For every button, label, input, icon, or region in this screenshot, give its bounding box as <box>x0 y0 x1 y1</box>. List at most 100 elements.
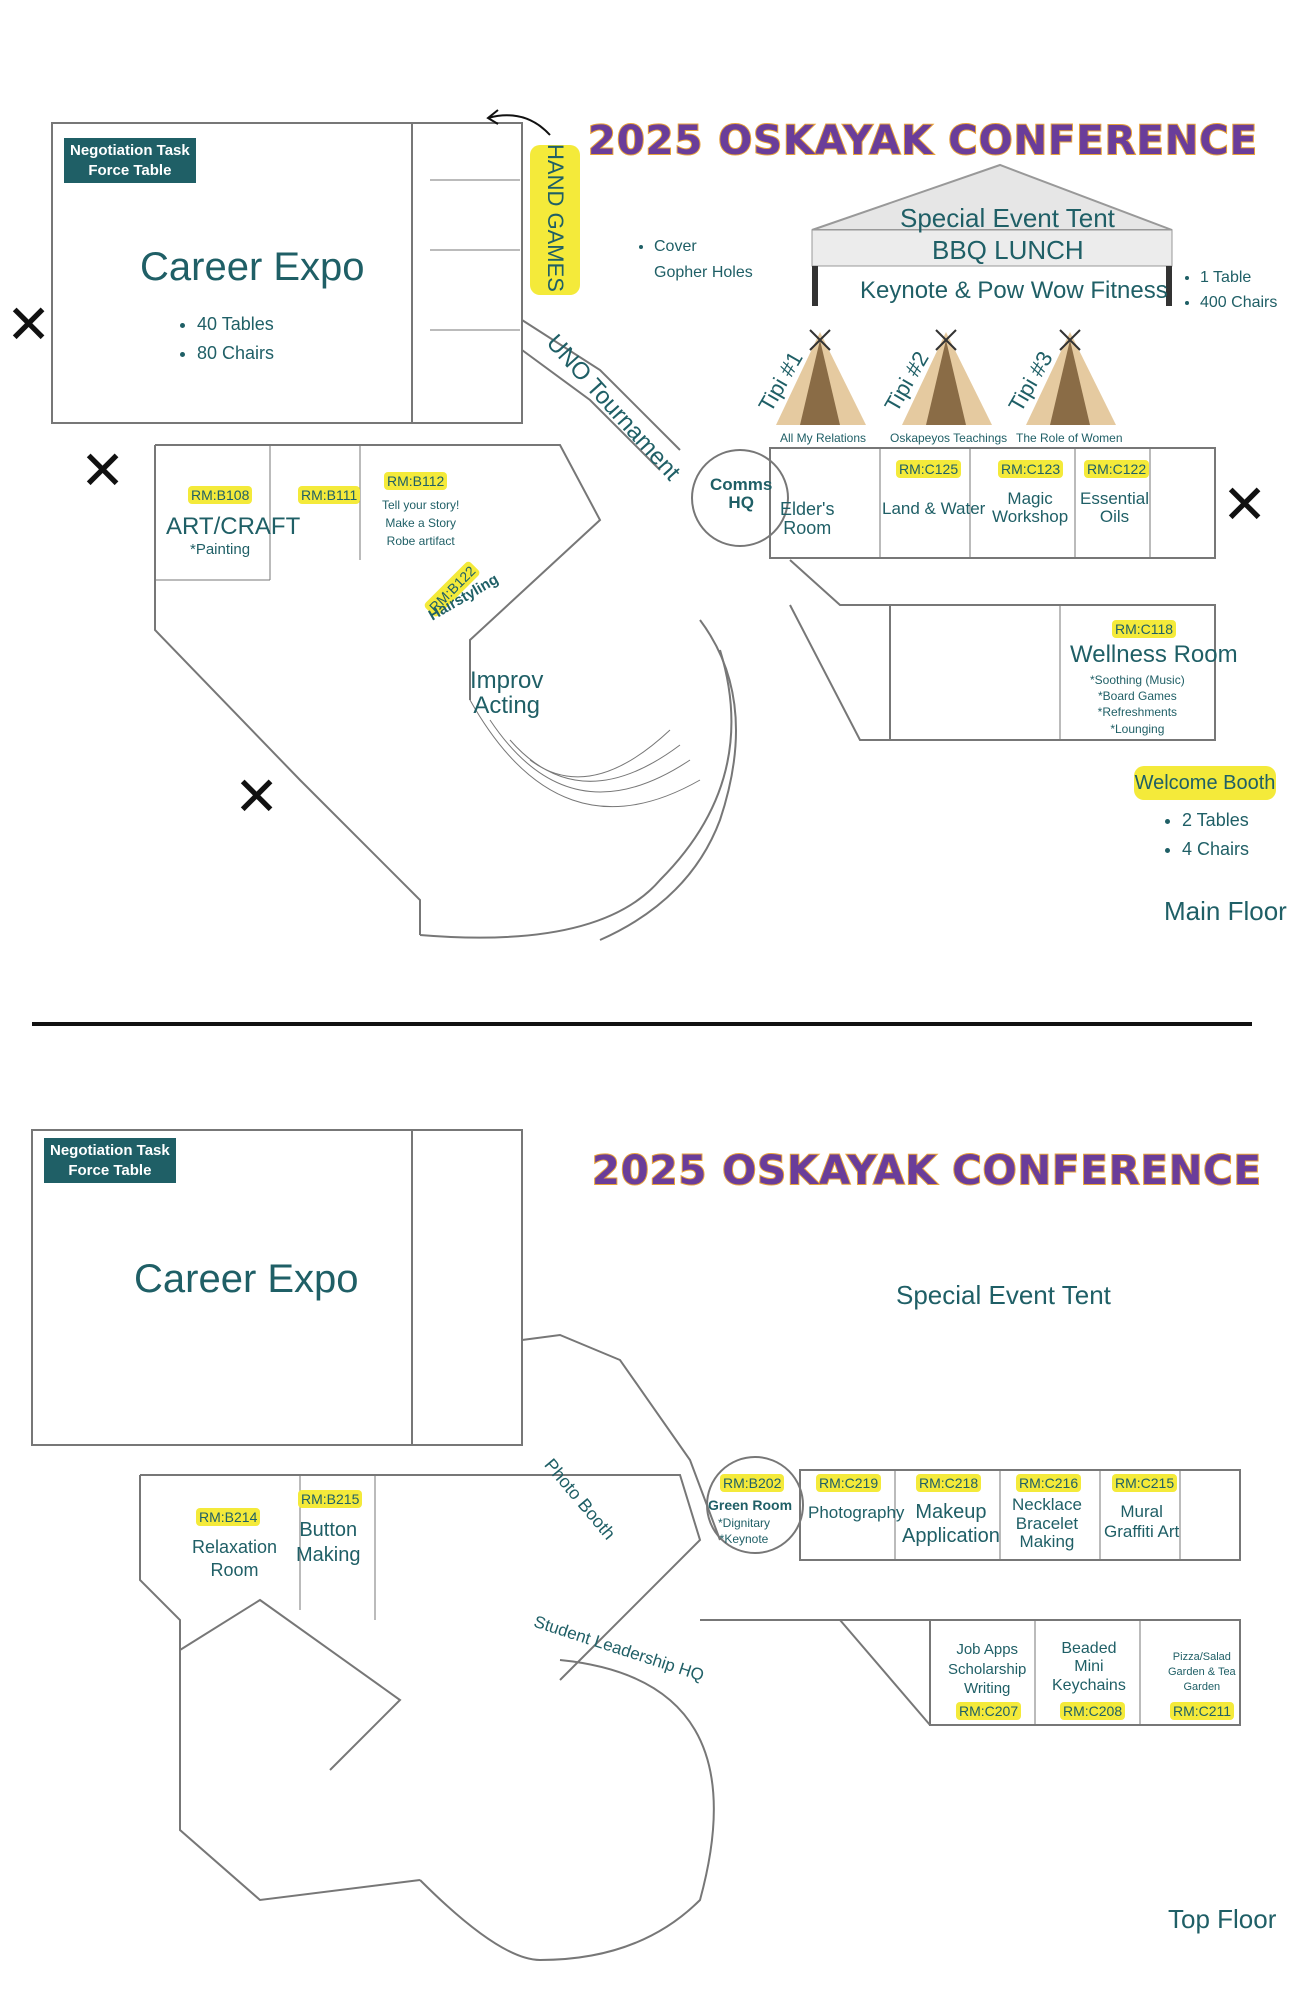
room-c211-line: Garden & Tea <box>1168 1665 1236 1678</box>
room-c211-number: RM:C211 <box>1170 1702 1235 1720</box>
room-c218-line: Application <box>902 1525 1000 1547</box>
room-c215-line: Graffiti Art <box>1104 1522 1180 1542</box>
room-c219-name: Photography <box>808 1503 905 1522</box>
top-east-rooms-outline <box>799 1469 1241 1561</box>
negotiation-line2: Force Table <box>88 161 172 179</box>
room-c123-line: Workshop <box>992 506 1069 526</box>
comms-hq-outline <box>691 449 789 547</box>
exit-x-icon: ✕ <box>234 765 280 828</box>
room-c125-name: Land & Water <box>882 499 986 518</box>
tipi-1-caption: All My Relations <box>780 431 867 445</box>
list-item: 80 Chairs <box>197 339 274 368</box>
tipi-2-icon <box>902 329 992 425</box>
tipi-3-caption: The Role of Women <box>1016 431 1123 445</box>
wellness-wing-outline <box>889 604 1216 741</box>
career-expo-list: 40 Tables 80 Chairs <box>175 310 274 368</box>
top-floor-label: Top Floor <box>1168 1904 1277 1934</box>
room-c215-number: RM:C215 <box>1112 1474 1178 1492</box>
room-c211-line: Garden <box>1183 1680 1221 1693</box>
room-c118-note: *Soothing (Music) <box>1090 673 1185 687</box>
room-b214-number: RM:B214 <box>196 1508 261 1526</box>
elders-room-label: Elder's Room <box>780 500 834 538</box>
room-b112-line: Tell your story! <box>382 498 460 512</box>
east-rooms-outline <box>769 447 1216 559</box>
improv-line2: Acting <box>473 692 541 720</box>
room-b112-line: Robe artifact <box>386 534 455 548</box>
corridor-outline <box>521 319 681 451</box>
comms-line2: HQ <box>728 492 754 512</box>
theatre-outline <box>419 649 733 939</box>
room-c207-name: Job Apps Scholarship Writing <box>948 1640 1026 1699</box>
exit-x-icon: ✕ <box>1222 473 1268 536</box>
service-wing-outline <box>411 122 523 424</box>
room-b215-line: Button <box>299 1519 358 1541</box>
tent-line2: BBQ LUNCH <box>932 235 1084 265</box>
room-c218-name: Makeup Application <box>902 1500 1000 1548</box>
room-c208-line: Mini <box>1074 1658 1104 1676</box>
room-c118-number: RM:C118 <box>1112 620 1177 638</box>
top-south-rooms-outline <box>929 1619 1241 1726</box>
negotiation-line1: Negotiation Task <box>70 142 190 159</box>
list-item: Gopher Holes <box>654 263 753 281</box>
room-b202-name: Green Room <box>708 1497 793 1513</box>
list-item: 400 Chairs <box>1200 291 1277 316</box>
room-b215-line: Making <box>296 1544 361 1566</box>
list-item: 40 Tables <box>197 310 274 339</box>
green-room-outline <box>706 1456 804 1554</box>
room-b214-line: Room <box>210 1559 259 1580</box>
room-c215-name: Mural Graffiti Art <box>1104 1502 1179 1543</box>
room-c216-line: Necklace <box>1012 1495 1082 1514</box>
tipi-3-icon <box>1026 329 1116 425</box>
tipi-1-icon <box>776 329 866 425</box>
room-c207-line: Scholarship <box>948 1660 1027 1678</box>
room-c215-line: Mural <box>1120 1502 1163 1521</box>
room-b202-note: *Dignitary <box>718 1516 771 1530</box>
cover-list: Cover Gopher Holes <box>632 234 753 285</box>
improv-label: Improv Acting <box>470 667 544 720</box>
room-c122-line: Oils <box>1099 506 1130 526</box>
room-c219-number: RM:C219 <box>816 1474 882 1492</box>
room-c123-name: Magic Workshop <box>992 490 1068 526</box>
main-negotiation-badge: Negotiation Task Force Table <box>64 138 196 183</box>
negotiation-line1: Negotiation Task <box>50 1142 170 1159</box>
room-c218-number: RM:C218 <box>916 1474 982 1492</box>
floor-divider <box>32 1022 1252 1026</box>
top-theatre-outline <box>539 1659 715 1961</box>
improv-line1: Improv <box>470 667 544 694</box>
room-b111-number: RM:B111 <box>298 486 361 504</box>
top-career-expo-label: Career Expo <box>134 1257 359 1301</box>
room-b108-note: *Painting <box>190 541 251 558</box>
room-b214-name: Relaxation Room <box>192 1536 277 1581</box>
room-c118-note: *Board Games <box>1098 689 1177 704</box>
room-c211-name: Pizza/Salad Garden & Tea Garden <box>1168 1650 1236 1695</box>
tipi-2-caption: Oskapeyos Teachings <box>890 431 1008 445</box>
room-c218-line: Makeup <box>915 1501 987 1523</box>
main-floor-label: Main Floor <box>1164 896 1287 926</box>
room-b108-name: ART/CRAFT <box>166 513 301 540</box>
list-item: Cover <box>654 234 753 260</box>
tent-list: 1 Table 400 Chairs <box>1178 266 1277 316</box>
elders-line1: Elder's <box>780 499 835 519</box>
negotiation-line2: Force Table <box>68 1161 152 1179</box>
room-b202-note: *Keynote <box>719 1531 769 1546</box>
room-b112-text: Tell your story! Make a Story Robe artif… <box>382 496 459 550</box>
welcome-booth-badge: Welcome Booth <box>1134 766 1276 800</box>
list-item: 1 Table <box>1200 266 1277 291</box>
room-c208-name: Beaded Mini Keychains <box>1052 1640 1126 1695</box>
room-c216-name: Necklace Bracelet Making <box>1012 1495 1082 1552</box>
room-c216-number: RM:C216 <box>1016 1474 1082 1492</box>
exit-x-icon: ✕ <box>80 439 126 502</box>
room-c123-line: Magic <box>1007 489 1053 508</box>
room-c122-name: Essential Oils <box>1080 490 1149 526</box>
room-c118-note: *Refreshments <box>1097 705 1178 720</box>
room-c216-line: Bracelet <box>1015 1513 1079 1533</box>
list-item: 2 Tables <box>1182 806 1249 835</box>
room-b108-number: RM:B108 <box>188 486 253 504</box>
top-floor-title: 2025 OSKAYAK CONFERENCE <box>591 1147 1262 1195</box>
room-c122-line: Essential <box>1080 489 1149 508</box>
room-c207-line: Job Apps <box>956 1641 1019 1658</box>
room-c207-line: Writing <box>963 1680 1011 1697</box>
room-c122-number: RM:C122 <box>1084 460 1150 478</box>
